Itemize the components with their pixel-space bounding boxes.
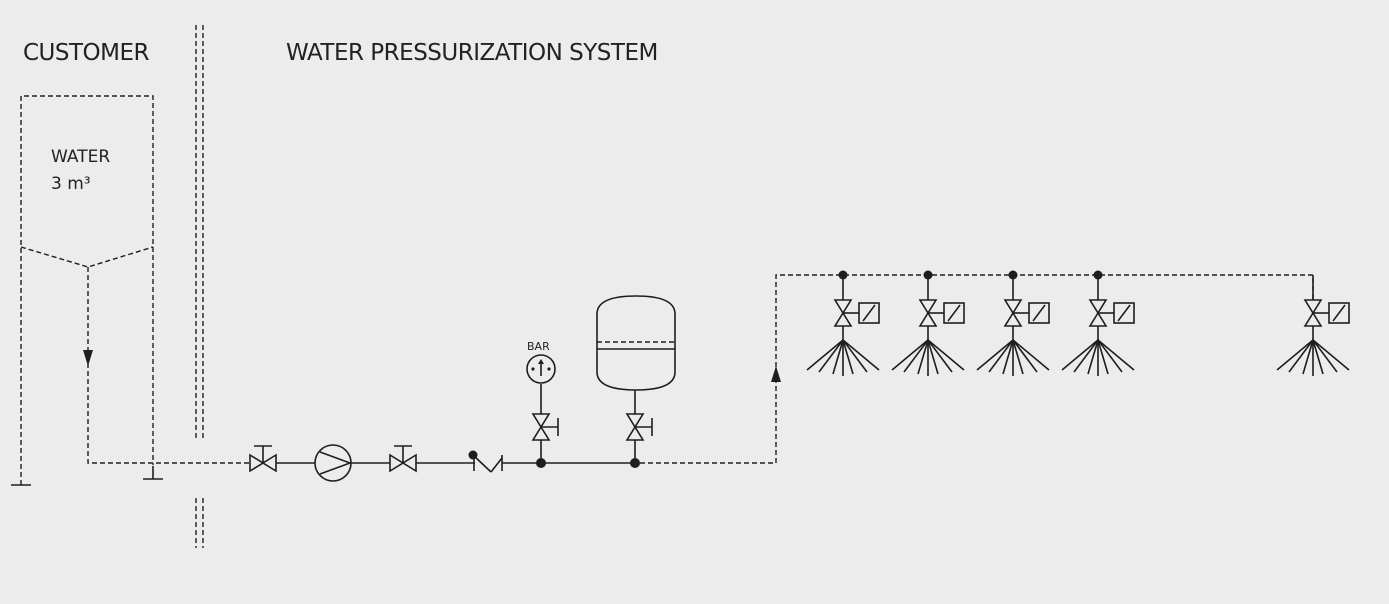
check-valve [416,450,503,473]
gate-valve-1 [249,445,277,473]
water-tank [11,95,163,486]
spray-nozzle-3 [976,270,1050,376]
flow-arrow-down-icon [83,350,93,366]
spray-nozzle-2 [891,270,965,376]
circulation-pump [314,444,353,482]
gauge-unit-label: BAR [527,340,550,353]
nozzle-array [806,270,1350,376]
expansion-vessel [596,295,676,463]
tank-label: WATER [51,147,111,167]
gate-valve-2 [389,445,417,473]
tank-volume: 3 m³ [51,174,91,194]
customer-heading: CUSTOMER [23,40,150,66]
spray-nozzle-4 [1061,270,1135,376]
system-heading: WATER PRESSURIZATION SYSTEM [286,40,658,66]
flow-arrow-up-icon [771,366,781,382]
pressure-gauge [526,354,559,463]
tank-outlet-pipe [83,267,250,464]
spray-nozzle-5 [1276,275,1350,376]
spray-nozzle-1 [806,270,880,376]
distribution-pipe [640,274,1314,464]
boundary-divider [195,25,204,548]
